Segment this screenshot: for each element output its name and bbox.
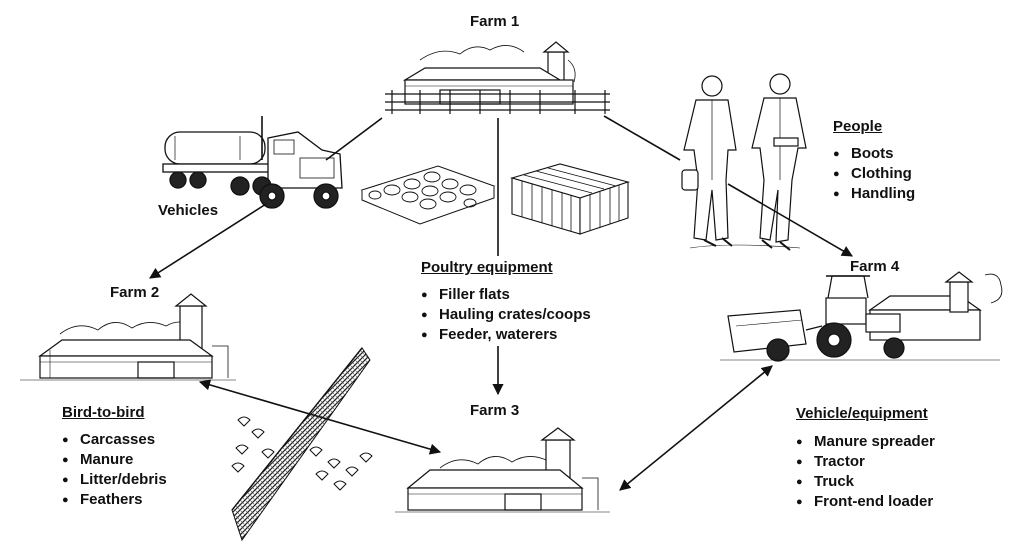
list-item: Tractor [796,452,935,472]
bird-to-bird-list: Carcasses Manure Litter/debris Feathers [62,430,167,510]
tanker-truck-illustration [162,116,343,209]
flow-arrows [149,115,853,491]
farm1-label: Farm 1 [470,13,520,30]
list-item: Truck [796,472,935,492]
list-item: Boots [833,144,915,164]
farm2-barn-illustration [20,293,236,381]
people-list: Boots Clothing Handling [833,144,915,204]
list-item: Feathers [62,490,167,510]
list-item: Feeder, waterers [421,325,591,345]
farm3-label: Farm 3 [470,402,520,419]
vehicle-equipment-list: Manure spreader Tractor Truck Front-end … [796,432,935,512]
people-title: People [833,118,883,135]
list-item: Front-end loader [796,492,935,512]
list-item: Clothing [833,164,915,184]
list-item: Manure spreader [796,432,935,452]
vehicles-label: Vehicles [158,202,219,219]
farm1-barn-illustration [385,41,610,114]
poultry-equipment-list: Filler flats Hauling crates/coops Feeder… [421,285,591,345]
arrow-farm2-farm3 [198,379,442,455]
bird-to-bird-title: Bird-to-bird [62,404,145,421]
arrow-farm1-to-vehicles [325,117,383,161]
people-illustration [681,73,807,251]
arrow-people-to-farm4 [727,183,853,257]
fence-illustration [231,347,371,542]
list-item: Manure [62,450,167,470]
arrow-farm4-farm3 [619,365,773,491]
list-item: Litter/debris [62,470,167,490]
poultry-equipment-title: Poultry equipment [421,259,553,276]
tractor-spreader-illustration [720,271,1003,362]
list-item: Carcasses [62,430,167,450]
vehicle-equipment-title: Vehicle/equipment [796,405,928,422]
farm2-label: Farm 2 [110,284,160,301]
arrow-vehicles-to-farm2 [149,203,267,279]
list-item: Filler flats [421,285,591,305]
farm4-label: Farm 4 [850,258,900,275]
list-item: Handling [833,184,915,204]
farm3-barn-illustration [395,427,610,513]
poultry-crate-illustration [510,163,630,235]
list-item: Hauling crates/coops [421,305,591,325]
egg-flat-illustration [360,165,496,225]
arrow-farm1-to-people [603,115,681,161]
